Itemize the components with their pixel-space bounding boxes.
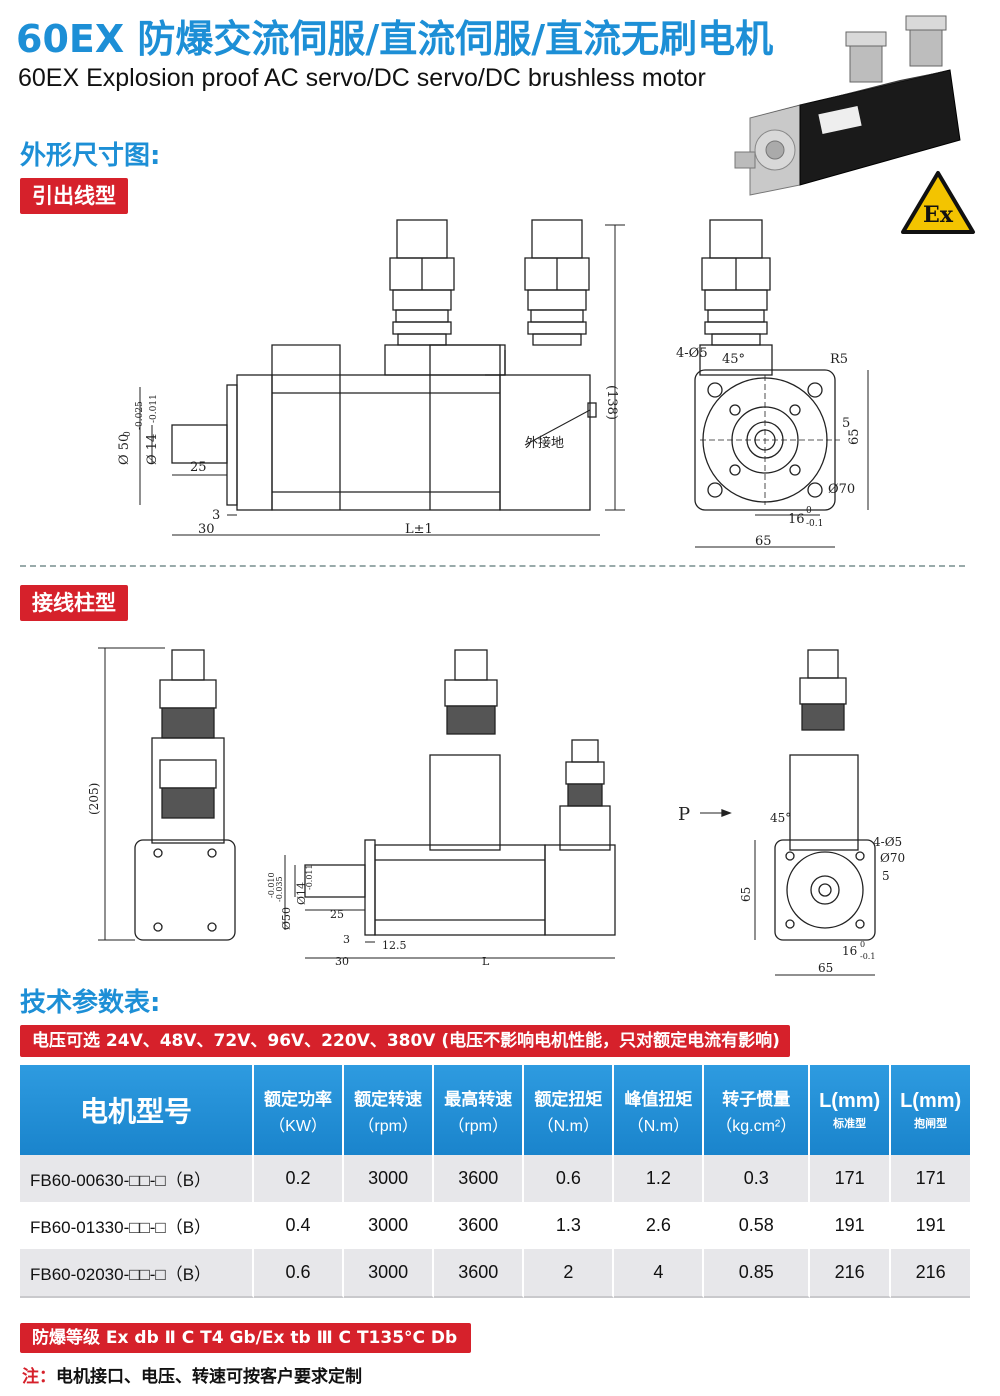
flange — [226, 384, 238, 506]
cable-gland-left — [389, 219, 455, 346]
dim-16-2: 16 — [842, 944, 857, 958]
svg-text:-0.025: -0.025 — [135, 401, 145, 430]
dim-angle: 45° — [722, 352, 745, 367]
drawing-terminal-type: (205) Ø50 -0.035 -0.010 Ø14 -0.011 25 3 … — [87, 647, 905, 976]
header-inertia: 转子惯量（kg.cm²） — [704, 1065, 811, 1155]
section-divider — [20, 565, 965, 567]
dim-205: (205) — [87, 783, 101, 815]
svg-text:-0.010: -0.010 — [267, 872, 276, 898]
header-rated-speed: 额定转速（rpm） — [344, 1065, 435, 1155]
header-power: 额定功率（KW） — [254, 1065, 345, 1155]
footer-note-text: 电机接口、电压、转速可按客户要求定制 — [56, 1367, 362, 1387]
dim-12-5: 12.5 — [382, 939, 407, 952]
dim-5-2: 5 — [882, 869, 890, 883]
dim-holes: 4-Ø5 — [676, 346, 708, 361]
dim-30: 30 — [198, 522, 215, 537]
terminal-post-front — [799, 649, 847, 731]
voltage-note: 电压可选 24V、48V、72V、96V、220V、380V (电压不影响电机性… — [20, 1025, 790, 1057]
dim-65-v-2: 65 — [739, 887, 753, 902]
motor-body — [271, 374, 501, 511]
dim-30-2: 30 — [335, 955, 349, 968]
dim-d14-2: Ø14 — [295, 882, 308, 905]
p-label: P — [678, 804, 690, 825]
header-peak-torque: 峰值扭矩（N.m） — [614, 1065, 705, 1155]
dim-l: L±1 — [405, 522, 433, 537]
dim-holes-2: 4-Ø5 — [873, 835, 902, 849]
svg-text:0: 0 — [860, 940, 865, 949]
ground-screw — [587, 402, 597, 418]
terminal-post-lower — [159, 759, 217, 819]
svg-text:0: 0 — [123, 431, 133, 437]
dim-d70: Ø70 — [828, 482, 855, 497]
svg-text:-0.011: -0.011 — [149, 394, 159, 423]
dim-65-h: 65 — [755, 534, 772, 549]
ground-label: 外接地 — [525, 435, 564, 451]
section-dimensions: 外形尺寸图: — [20, 141, 161, 171]
dim-l-2: L — [482, 955, 490, 968]
dim-d50-2: Ø50 — [280, 907, 293, 930]
svg-text:-0.035: -0.035 — [275, 876, 284, 902]
tab-lead-type: 引出线型 — [20, 178, 128, 214]
dim-5: 5 — [842, 416, 850, 431]
header-rated-torque: 额定扭矩（N.m） — [524, 1065, 615, 1155]
svg-text:0: 0 — [806, 506, 812, 516]
dim-r5: R5 — [830, 352, 848, 367]
rear-cover — [499, 374, 591, 511]
page-title: 60EX 防爆交流伺服/直流伺服/直流无刷电机 — [16, 17, 774, 61]
footer-note: 注：电机接口、电压、转速可按客户要求定制 — [22, 1362, 362, 1387]
dim-d50: Ø 50 — [117, 434, 132, 465]
footer-note-lead: 注： — [22, 1367, 56, 1387]
dim-angle-2: 45° — [770, 811, 791, 825]
header-max-speed: 最高转速（rpm） — [434, 1065, 525, 1155]
terminal-post-upper — [159, 649, 217, 739]
dim-65-h-2: 65 — [818, 961, 833, 975]
header-length-brake: L(mm)抱闸型 — [891, 1065, 970, 1155]
dim-25: 25 — [190, 460, 207, 475]
svg-text:-0.1: -0.1 — [860, 952, 875, 961]
svg-text:-0.1: -0.1 — [806, 519, 823, 529]
terminal-post-mid — [444, 649, 498, 735]
dim-3-2: 3 — [343, 933, 350, 946]
shaft — [171, 424, 228, 464]
svg-text:-0.011: -0.011 — [305, 864, 314, 890]
dim-d70-2: Ø70 — [880, 851, 905, 865]
dim-65-v: 65 — [847, 428, 862, 445]
cable-gland-right — [524, 219, 590, 346]
ex-logo: Ex — [901, 171, 975, 234]
dim-d14: Ø 14 — [145, 434, 160, 465]
dim-16: 16 — [788, 512, 805, 527]
table-header-row: 电机型号 额定功率（KW） 额定转速（rpm） 最高转速（rpm） 额定扭矩（N… — [20, 1065, 970, 1155]
header-model: 电机型号 — [20, 1065, 254, 1155]
section-tech-params: 技术参数表: — [20, 988, 161, 1018]
header-length-std: L(mm)标准型 — [810, 1065, 892, 1155]
spec-table: 电机型号 额定功率（KW） 额定转速（rpm） 最高转速（rpm） 额定扭矩（N… — [20, 1065, 970, 1298]
page-subtitle: 60EX Explosion proof AC servo/DC servo/D… — [18, 64, 706, 92]
dim-25-2: 25 — [330, 908, 344, 921]
tab-terminal-type: 接线柱型 — [20, 585, 128, 621]
terminal-post-small — [565, 739, 605, 807]
ex-logo-text: Ex — [923, 202, 954, 228]
dim-3: 3 — [212, 508, 220, 523]
explosion-grade: 防爆等级 Ex db Ⅱ C T4 Gb/Ex tb Ⅲ C T135°C Db — [20, 1323, 472, 1353]
motor-photo — [734, 15, 961, 196]
dim-138: (138) — [604, 385, 619, 420]
drawing-lead-type: Ø 50 -0.025 0 Ø 14 -0.011 25 3 30 L±1 (1… — [117, 219, 869, 549]
